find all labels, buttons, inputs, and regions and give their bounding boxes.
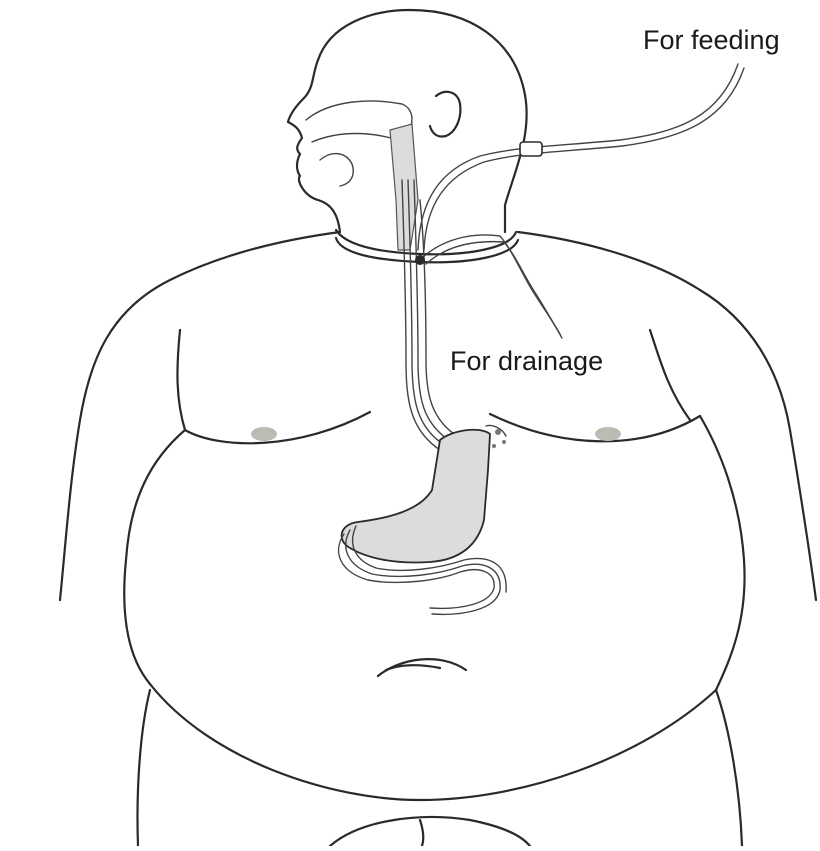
feeding-connector <box>520 142 542 156</box>
feeding-label: For feeding <box>643 27 780 54</box>
head <box>288 10 527 250</box>
drainage-tube <box>415 235 562 338</box>
left-nipple <box>251 427 277 441</box>
right-nipple <box>595 427 621 441</box>
drainage-label: For drainage <box>450 348 603 375</box>
stomach <box>342 425 506 562</box>
feeding-tube <box>418 64 744 250</box>
